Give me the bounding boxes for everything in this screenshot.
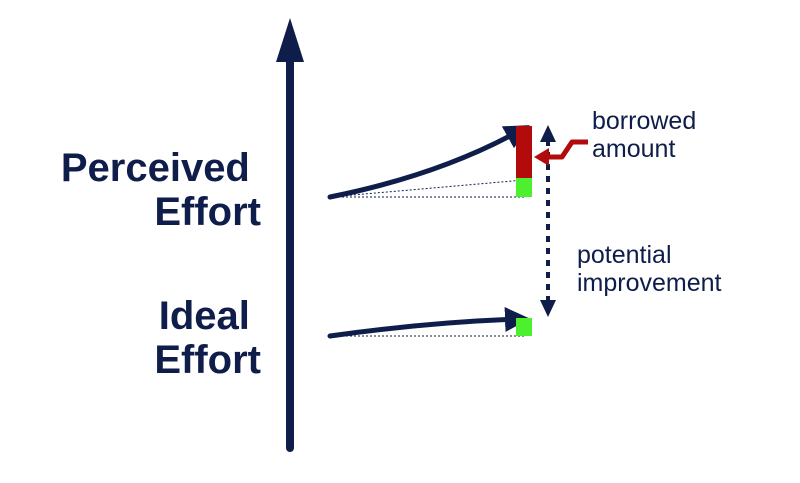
- ideal-effort-block: [516, 318, 532, 336]
- improvement-label-line2: improvement: [577, 269, 722, 297]
- improvement-label-line1: potential: [577, 241, 672, 269]
- vertical-axis-arrow-icon: [276, 18, 304, 452]
- borrowed-label-line2: amount: [592, 135, 675, 163]
- borrowed-amount-label: borrowed amount: [592, 107, 703, 163]
- potential-improvement-label: potential improvement: [577, 241, 722, 297]
- perceived-label-line2: Effort: [154, 190, 261, 234]
- perceived-effort-label: Perceived Effort: [61, 146, 261, 234]
- perceived-effort-curve: [327, 125, 532, 200]
- perceived-label-line1: Perceived: [61, 146, 250, 190]
- ideal-label-line1: Ideal: [159, 294, 250, 338]
- borrowed-pointer-arrow-icon: [534, 139, 588, 166]
- ideal-effort-label: Ideal Effort: [154, 294, 261, 382]
- ideal-effort-curve: [327, 307, 532, 339]
- borrowed-label-line1: borrowed: [592, 107, 696, 135]
- borrowed-amount-bar: [516, 126, 532, 178]
- potential-improvement-double-arrow-icon: [540, 125, 556, 317]
- ideal-label-line2: Effort: [154, 338, 261, 382]
- perceived-baseline-block: [516, 178, 532, 197]
